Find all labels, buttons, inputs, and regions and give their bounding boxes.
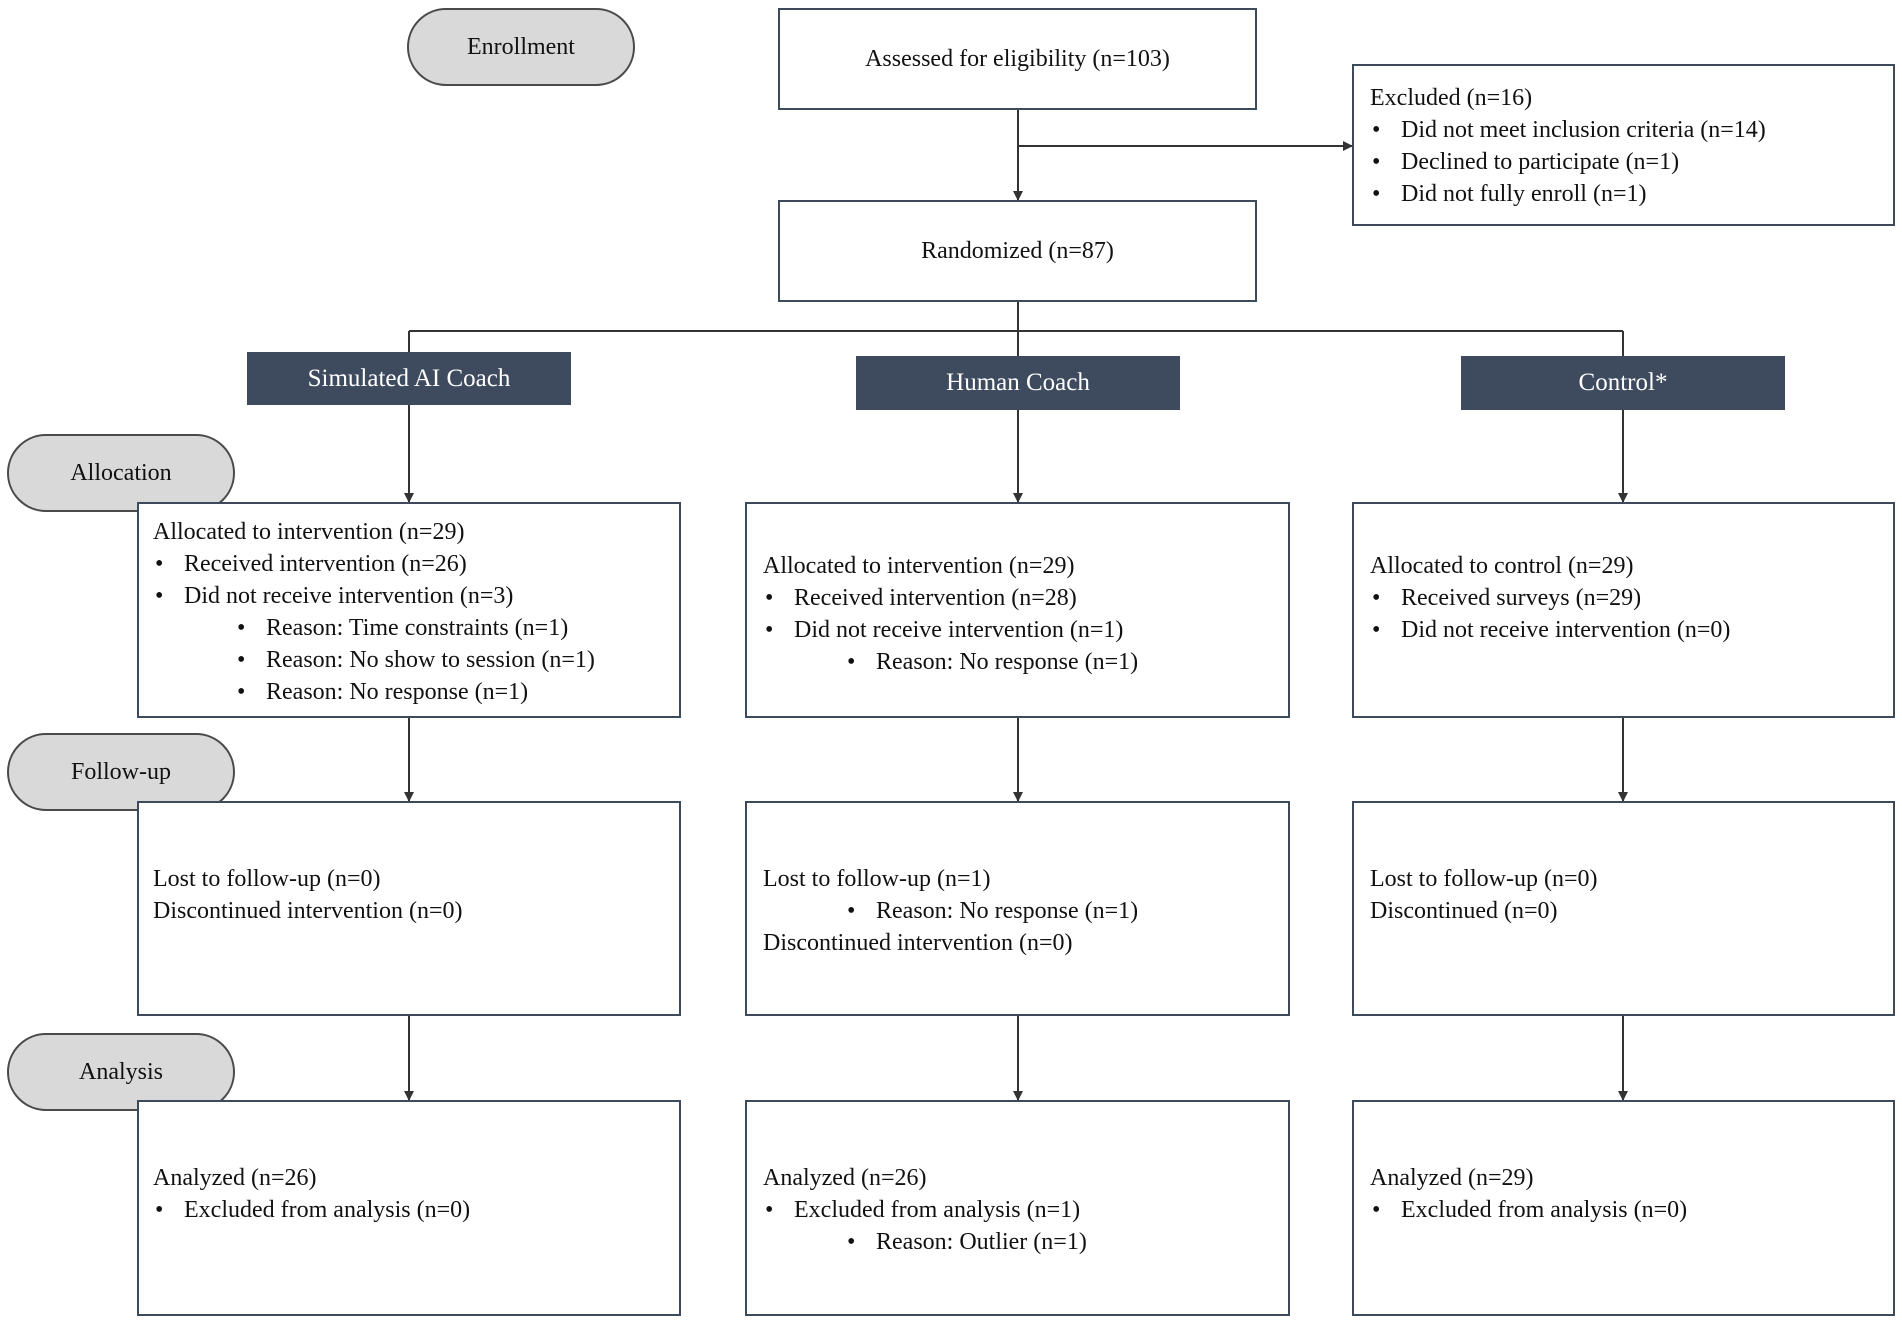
allocation-ai-bullet: Did not receive intervention (n=3) [153, 580, 679, 612]
analysis-ai-title: Analyzed (n=26) [153, 1165, 317, 1191]
allocation-human-reason: Reason: No response (n=1) [763, 646, 1288, 678]
allocation-human-bullet: Received intervention (n=28) [763, 582, 1288, 614]
allocation-ai-bullet: Received intervention (n=26) [153, 548, 679, 580]
stage-analysis-label: Analysis [79, 1058, 163, 1085]
excluded-item: Did not fully enroll (n=1) [1370, 178, 1893, 210]
assessed-label: Assessed for eligibility (n=103) [865, 46, 1170, 72]
arm-header-control: Control* [1461, 356, 1785, 410]
analysis-human-title: Analyzed (n=26) [763, 1165, 927, 1191]
arm-header-human: Human Coach [856, 356, 1180, 410]
allocation-ai-box: Allocated to intervention (n=29) Receive… [137, 502, 681, 718]
excluded-title: Excluded (n=16) [1370, 85, 1533, 111]
analysis-ai-box: Analyzed (n=26) Excluded from analysis (… [137, 1100, 681, 1316]
excluded-item: Declined to participate (n=1) [1370, 146, 1893, 178]
allocation-ai-reason: Reason: Time constraints (n=1) [153, 612, 679, 644]
excluded-box: Excluded (n=16) Did not meet inclusion c… [1352, 64, 1895, 226]
stage-followup: Follow-up [7, 733, 235, 811]
analysis-human-reason: Reason: Outlier (n=1) [763, 1226, 1288, 1258]
analysis-human-bullet: Excluded from analysis (n=1) [763, 1194, 1288, 1226]
allocation-human-box: Allocated to intervention (n=29) Receive… [745, 502, 1290, 718]
stage-allocation: Allocation [7, 434, 235, 512]
followup-control-box: Lost to follow-up (n=0) Discontinued (n=… [1352, 801, 1895, 1016]
followup-human-discontinued: Discontinued intervention (n=0) [763, 930, 1073, 956]
analysis-control-box: Analyzed (n=29) Excluded from analysis (… [1352, 1100, 1895, 1316]
allocation-ai-reason: Reason: No response (n=1) [153, 676, 679, 708]
stage-followup-label: Follow-up [70, 758, 171, 785]
followup-human-box: Lost to follow-up (n=1) Reason: No respo… [745, 801, 1290, 1016]
assessed-box: Assessed for eligibility (n=103) [778, 8, 1257, 110]
excluded-item: Did not meet inclusion criteria (n=14) [1370, 114, 1893, 146]
arm-header-ai-label: Simulated AI Coach [307, 364, 511, 392]
followup-human-lost: Lost to follow-up (n=1) [763, 866, 991, 892]
followup-control-lost: Lost to follow-up (n=0) [1370, 866, 1598, 892]
arm-header-human-label: Human Coach [946, 369, 1090, 396]
arm-header-ai: Simulated AI Coach [247, 352, 571, 405]
allocation-control-bullet: Did not receive intervention (n=0) [1370, 614, 1893, 646]
randomized-box: Randomized (n=87) [778, 200, 1257, 302]
analysis-human-box: Analyzed (n=26) Excluded from analysis (… [745, 1100, 1290, 1316]
allocation-ai-reason: Reason: No show to session (n=1) [153, 644, 679, 676]
randomized-label: Randomized (n=87) [921, 238, 1114, 264]
analysis-control-title: Analyzed (n=29) [1370, 1165, 1534, 1191]
allocation-human-title: Allocated to intervention (n=29) [763, 553, 1075, 579]
stage-analysis: Analysis [7, 1033, 235, 1111]
followup-human-reason: Reason: No response (n=1) [763, 895, 1288, 927]
analysis-control-bullet: Excluded from analysis (n=0) [1370, 1194, 1893, 1226]
allocation-control-box: Allocated to control (n=29) Received sur… [1352, 502, 1895, 718]
followup-ai-box: Lost to follow-up (n=0) Discontinued int… [137, 801, 681, 1016]
allocation-human-bullet: Did not receive intervention (n=1) [763, 614, 1288, 646]
followup-control-discontinued: Discontinued (n=0) [1370, 898, 1558, 924]
allocation-control-bullet: Received surveys (n=29) [1370, 582, 1893, 614]
analysis-ai-bullet: Excluded from analysis (n=0) [153, 1194, 679, 1226]
stage-allocation-label: Allocation [70, 459, 172, 486]
followup-ai-discontinued: Discontinued intervention (n=0) [153, 898, 463, 924]
stage-enrollment-label: Enrollment [467, 33, 575, 60]
followup-ai-lost: Lost to follow-up (n=0) [153, 866, 381, 892]
allocation-ai-title: Allocated to intervention (n=29) [153, 519, 465, 545]
arm-header-control-label: Control* [1578, 369, 1668, 396]
allocation-control-title: Allocated to control (n=29) [1370, 553, 1634, 579]
stage-enrollment: Enrollment [407, 8, 635, 86]
